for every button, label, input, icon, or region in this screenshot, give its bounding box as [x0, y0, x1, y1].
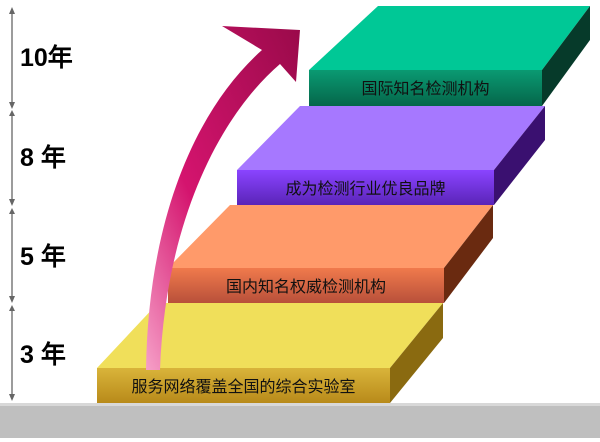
step-label-10-years: 国际知名检测机构	[361, 79, 490, 98]
growth-arrow	[146, 26, 300, 370]
ground	[0, 405, 600, 438]
step-3-years	[97, 303, 443, 403]
step-label-8-years: 成为检测行业优良品牌	[285, 179, 446, 198]
year-label-3: 3 年	[20, 341, 66, 369]
step-label-5-years: 国内知名权威检测机构	[225, 277, 386, 296]
year-label-8: 8 年	[20, 144, 66, 172]
step-label-3-years: 服务网络覆盖全国的综合实验室	[131, 377, 356, 396]
year-label-10: 10年	[20, 44, 73, 72]
step-8-years	[237, 106, 545, 205]
year-label-5: 5 年	[20, 243, 66, 271]
step-5-years	[168, 205, 493, 303]
step-10-years	[309, 6, 590, 106]
timeline-axis	[9, 7, 15, 401]
